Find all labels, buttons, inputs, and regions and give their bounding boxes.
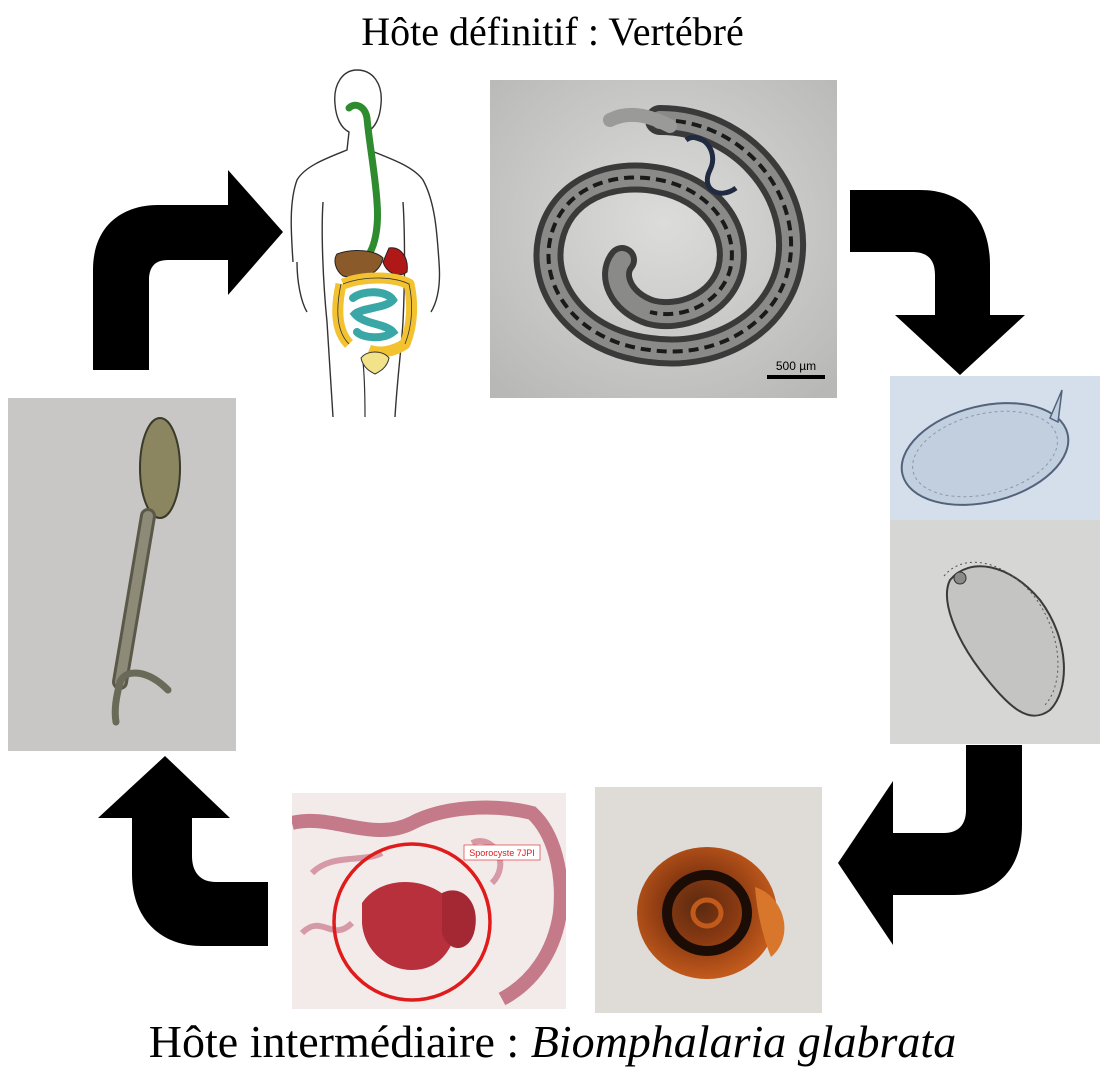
cercaria-micrograph (8, 398, 236, 751)
sporocyst-annotation: Sporocyste 7JPI (469, 848, 535, 858)
egg-micrograph (890, 376, 1100, 520)
scale-bar-label: 500 µm (776, 359, 816, 373)
curved-arrow-icon (850, 190, 1060, 375)
adult-worm-micrograph: 500 µm (490, 80, 837, 398)
snail-photo (595, 787, 822, 1013)
miracidium-micrograph (890, 520, 1100, 744)
intermediate-host-label: Hôte intermédiaire : Biomphalaria glabra… (0, 1012, 1105, 1072)
curved-arrow-icon (93, 170, 283, 370)
definitive-host-label: Hôte définitif : Vertébré (0, 6, 1105, 58)
sporocyst-histology-section: Sporocyste 7JPI (292, 793, 566, 1009)
curved-arrow-icon (62, 756, 268, 946)
curved-arrow-icon (838, 745, 1022, 945)
human-body-illustration (283, 62, 468, 417)
intermediate-host-species: Biomphalaria glabrata (531, 1016, 957, 1067)
intermediate-host-prefix: Hôte intermédiaire : (149, 1016, 531, 1067)
